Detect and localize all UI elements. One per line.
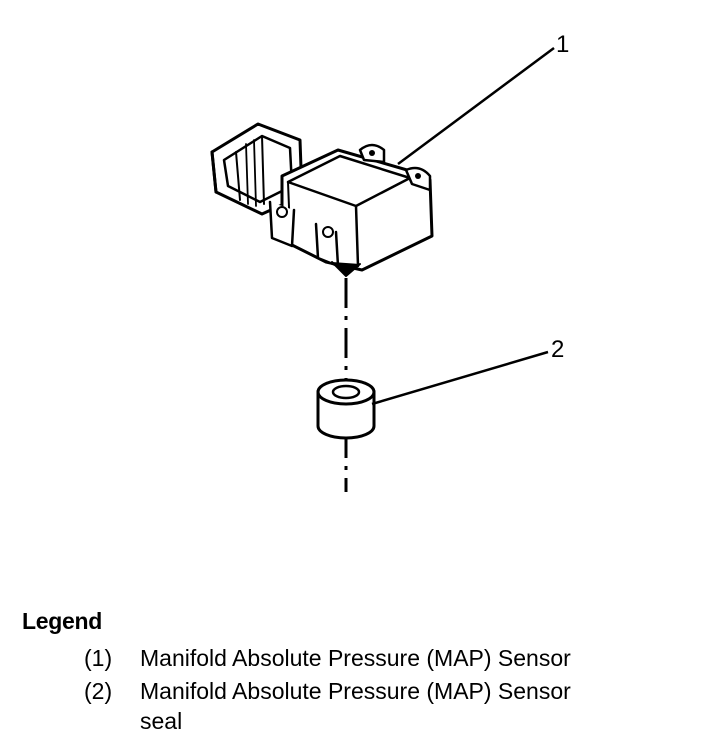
legend-title: Legend [22,608,102,634]
callout-1: 1 [556,31,569,58]
callout-2: 2 [551,336,564,363]
legend-number: (2) [84,678,113,704]
legend-item: (1) Manifold Absolute Pressure (MAP) Sen… [84,643,580,673]
legend-text: Manifold Absolute Pressure (MAP) Sensor [140,645,571,671]
leader-line-1 [397,46,555,166]
exploded-view-illustration: 1 2 [210,31,569,492]
legend-text: Manifold Absolute Pressure (MAP) Sensor … [140,678,571,734]
legend-number: (1) [84,645,113,671]
sensor-seal-icon [316,378,376,440]
map-sensor-icon [210,122,434,277]
leader-line-2 [371,350,549,406]
legend-item: (2) Manifold Absolute Pressure (MAP) Sen… [84,676,580,736]
